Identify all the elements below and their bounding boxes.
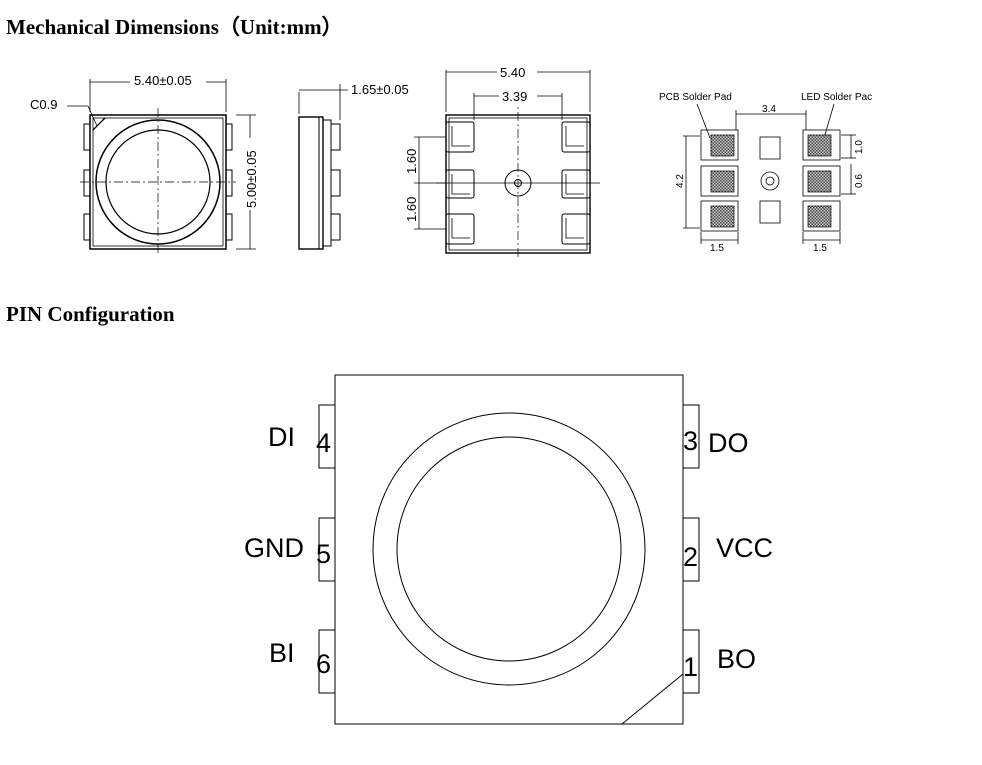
pin-name-bi: BI bbox=[269, 638, 295, 668]
package-body bbox=[334, 374, 684, 725]
lens-inner-circle bbox=[396, 436, 622, 662]
top-view-drawing bbox=[67, 79, 256, 256]
pin-pad-4 bbox=[318, 404, 336, 469]
chamfer-label: C0.9 bbox=[30, 97, 57, 112]
pin-number-4: 4 bbox=[316, 428, 331, 458]
pin-pad-5 bbox=[318, 517, 336, 582]
pad-width-left-label: 1.5 bbox=[710, 243, 724, 254]
pin-pad-1 bbox=[682, 629, 700, 694]
pcb-pad bbox=[802, 129, 841, 161]
led-solder-pad-label: LED Solder Pac bbox=[801, 92, 872, 103]
footprint-height-label: 4.2 bbox=[675, 174, 686, 188]
width-dimension-label: 5.40±0.05 bbox=[134, 73, 192, 88]
pin-name-bo: BO bbox=[717, 644, 756, 674]
bottom-view-drawing bbox=[414, 70, 600, 258]
pad-gap-label: 0.6 bbox=[854, 174, 865, 188]
led-solder-pads bbox=[710, 134, 832, 228]
pin-name-vcc: VCC bbox=[716, 533, 773, 563]
thickness-dimension-label: 1.65±0.05 bbox=[351, 82, 409, 97]
lens-outer-circle bbox=[372, 412, 646, 686]
pin-name-gnd: GND bbox=[244, 533, 304, 563]
pin-number-3: 3 bbox=[683, 426, 698, 456]
pitch-b-label: 1.60 bbox=[404, 197, 419, 222]
side-view-drawing bbox=[298, 84, 348, 250]
pin-name-di: DI bbox=[268, 422, 295, 452]
pin-pad-2 bbox=[682, 517, 700, 582]
pin-number-5: 5 bbox=[316, 539, 331, 569]
pin-number-2: 2 bbox=[683, 542, 698, 572]
height-dimension-label: 5.00±0.05 bbox=[244, 150, 259, 208]
bottom-inner-width-label: 3.39 bbox=[502, 89, 527, 104]
bottom-width-label: 5.40 bbox=[500, 65, 525, 80]
pin-config-drawing bbox=[318, 374, 700, 725]
pcb-pad bbox=[700, 129, 739, 161]
pad-width-right-label: 1.5 bbox=[813, 243, 827, 254]
pcb-pad bbox=[700, 165, 739, 197]
pin-name-do: DO bbox=[708, 428, 749, 458]
pin-configuration-heading: PIN Configuration bbox=[6, 302, 175, 326]
pin-pad-3 bbox=[682, 404, 700, 469]
pin-number-6: 6 bbox=[316, 649, 331, 679]
pcb-pad bbox=[700, 200, 739, 232]
pin-pad-6 bbox=[318, 629, 336, 694]
pcb-pad bbox=[802, 165, 841, 197]
footprint-span-label: 3.4 bbox=[762, 104, 776, 115]
pcb-solder-pad-label: PCB Solder Pad bbox=[659, 92, 732, 103]
pin1-chamfer-mark bbox=[621, 673, 684, 725]
pitch-a-label: 1.60 bbox=[404, 149, 419, 174]
mechanical-dimensions-heading: Mechanical Dimensions（Unit:mm） bbox=[6, 15, 343, 39]
pcb-pad bbox=[802, 200, 841, 232]
pad-height-label: 1.0 bbox=[854, 140, 865, 154]
footprint-drawing bbox=[683, 103, 856, 244]
pin-number-1: 1 bbox=[683, 652, 698, 682]
